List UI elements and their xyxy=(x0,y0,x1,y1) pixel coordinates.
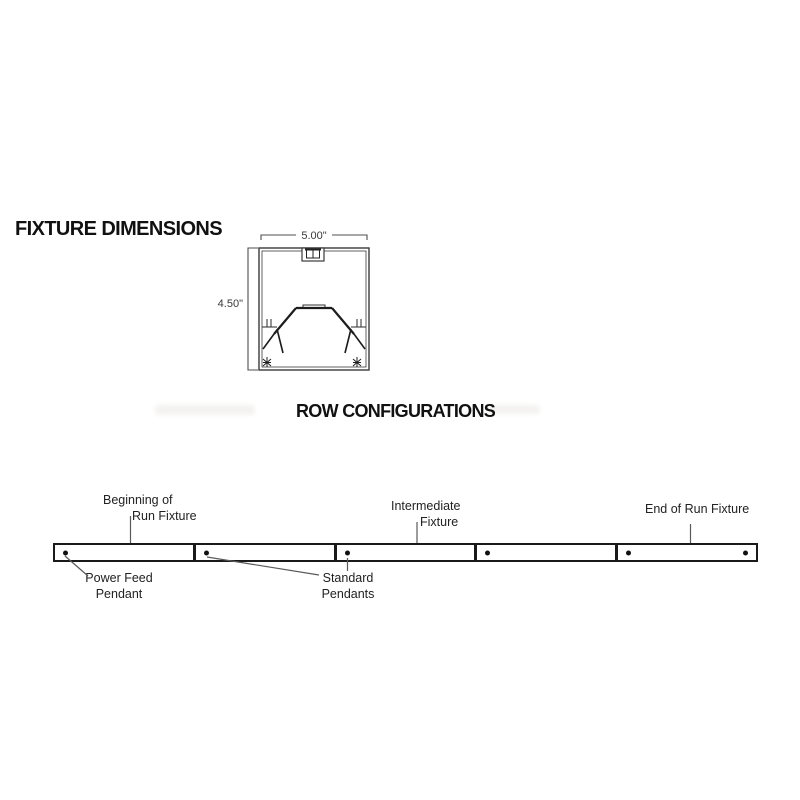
pendant-connection-dot xyxy=(344,550,350,555)
pendant-connection-dot xyxy=(203,550,209,555)
beginning-of-run-label-line1: Beginning of xyxy=(103,493,173,507)
beginning-of-run-label: Beginning of Run Fixture xyxy=(103,493,197,524)
width-dimension-label: 5.00" xyxy=(301,230,326,242)
row-configurations-title: ROW CONFIGURATIONS xyxy=(296,401,496,421)
row-fixture-segment-3 xyxy=(333,545,475,560)
width-dimension-bracket xyxy=(260,234,368,240)
beginning-of-run-label-line2: Run Fixture xyxy=(132,508,197,523)
power-feed-pendant-label: Power Feed Pendant xyxy=(75,571,163,602)
height-dimension-label: 4.50" xyxy=(218,298,243,310)
power-feed-pendant-label-line2: Pendant xyxy=(95,586,143,601)
pendant-connection-dot xyxy=(742,550,748,555)
fixture-dimensions-title: FIXTURE DIMENSIONS xyxy=(15,218,223,240)
row-fixture-segment-2 xyxy=(192,545,334,560)
scan-artifact xyxy=(488,405,540,414)
standard-pendants-label-line1: Standard xyxy=(322,571,374,585)
standard-pendants-label: Standard Pendants xyxy=(304,571,392,602)
fixture-cross-section-drawing: 5.00" 4.50" xyxy=(218,230,370,371)
side-clips xyxy=(262,319,366,328)
reflector-assembly xyxy=(262,304,366,354)
pendant-connection-dot xyxy=(485,550,491,555)
row-fixture-segment-5 xyxy=(615,545,756,560)
height-dimension-bracket xyxy=(247,247,258,371)
standard-pendants-label-line2: Pendants xyxy=(321,586,375,601)
pendant-connection-dot xyxy=(626,550,632,555)
fixture-housing-outline xyxy=(258,247,370,371)
row-bar xyxy=(53,543,758,562)
end-of-run-label: End of Run Fixture xyxy=(645,502,750,516)
intermediate-fixture-label: Intermediate Fixture xyxy=(391,499,460,530)
corner-spring-details xyxy=(262,357,362,367)
row-fixture-segment-1 xyxy=(55,545,193,560)
pendant-connection-dot xyxy=(63,550,68,555)
mounting-block xyxy=(301,247,325,262)
scan-artifact xyxy=(155,405,255,415)
intermediate-fixture-label-line1: Intermediate xyxy=(391,499,461,513)
intermediate-fixture-label-line2: Fixture xyxy=(420,514,459,529)
power-feed-pendant-label-line1: Power Feed xyxy=(85,571,153,585)
row-fixture-segment-4 xyxy=(474,545,616,560)
